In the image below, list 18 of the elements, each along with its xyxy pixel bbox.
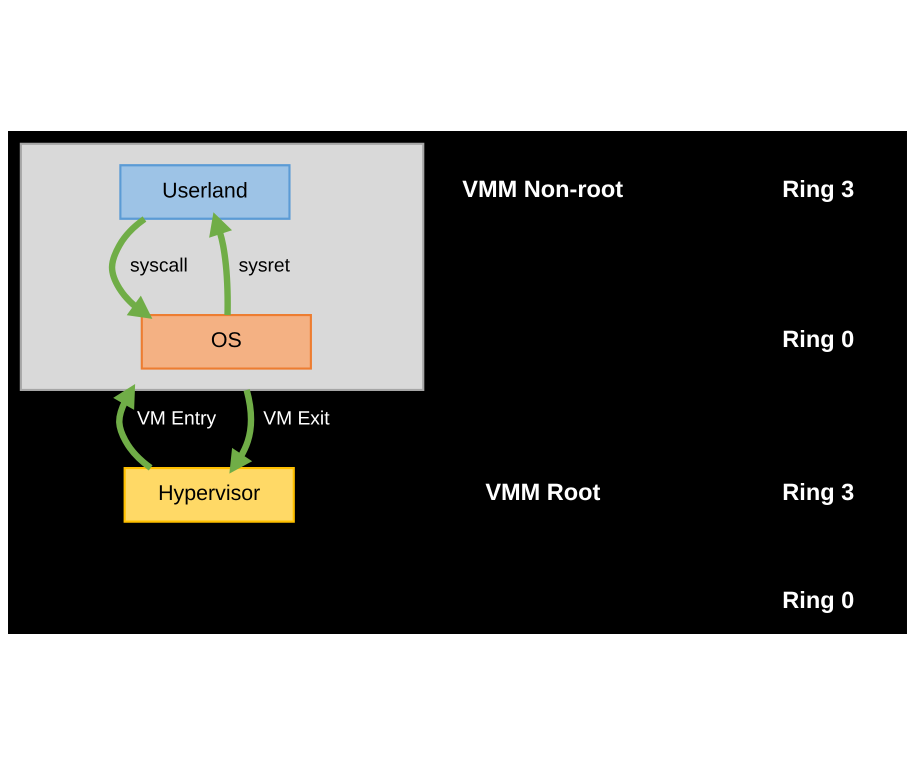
cluster [20,142,424,392]
arrow [209,212,232,316]
label: VMM Root [485,478,600,505]
label: VMM Non-root [462,176,624,202]
label: Ring 3 [782,478,854,505]
arrow [113,384,153,470]
label: Ring 3 [782,176,854,202]
edge-label: syscall [130,256,188,277]
node-box: Userland [119,164,291,220]
label: Ring 0 [782,586,854,613]
node-box: Hypervisor [124,467,295,523]
label: Ring 0 [782,326,854,352]
arrow [229,389,254,474]
arrow [108,216,152,319]
edge-label: sysret [238,256,290,277]
edge-label: VM Entry [136,408,216,430]
edge-label: VM Exit [263,408,330,430]
node-box: OS [140,314,312,370]
